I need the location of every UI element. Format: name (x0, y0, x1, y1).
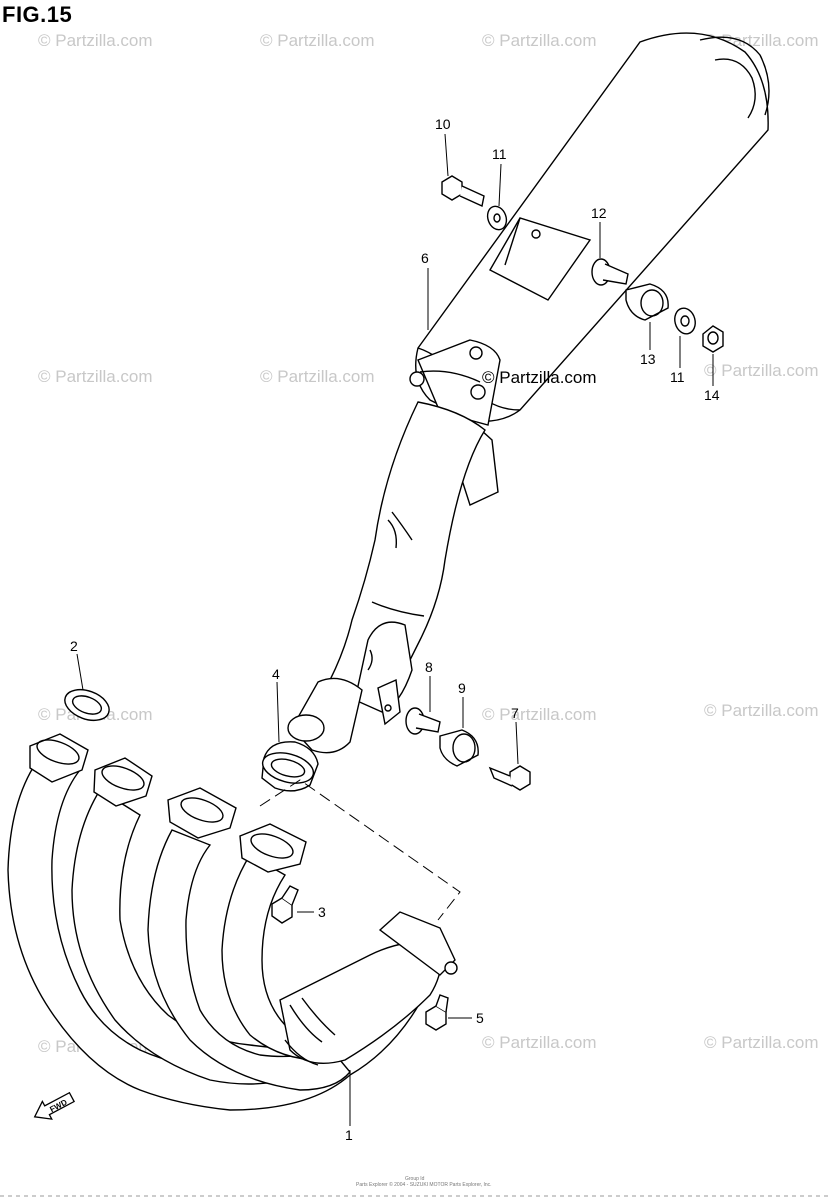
part-7-bolt[interactable] (488, 765, 531, 791)
part-3-nut[interactable] (271, 885, 299, 924)
part-6-muffler[interactable] (409, 32, 770, 506)
callout-9[interactable]: 9 (458, 680, 466, 696)
callout-11-upper[interactable]: 11 (492, 146, 507, 162)
part-13-cushion[interactable] (625, 283, 669, 321)
partzilla-brand-mark: © Partzilla.com (482, 368, 597, 387)
watermark: © Partzilla.com (704, 701, 819, 720)
figure-title: FIG.15 (2, 2, 73, 27)
leader-lines (76, 133, 714, 1126)
part-11-washer-lower[interactable] (672, 306, 698, 336)
part-14-nut[interactable] (702, 325, 724, 353)
callout-10[interactable]: 10 (435, 116, 451, 132)
callout-13[interactable]: 13 (640, 351, 656, 367)
callout-5[interactable]: 5 (476, 1010, 484, 1026)
watermark: © Partzilla.com (482, 705, 597, 724)
watermark: © Partzilla.com (704, 1033, 819, 1052)
footer-line-1: Group Id (405, 1176, 425, 1182)
part-4-connector[interactable] (259, 741, 319, 792)
callout-2[interactable]: 2 (70, 638, 78, 654)
fwd-arrow-icon: FWD (33, 1091, 76, 1120)
callout-8[interactable]: 8 (425, 659, 433, 675)
part-1-exhaust-header[interactable] (7, 733, 458, 1111)
part-12-collar[interactable] (591, 258, 629, 286)
footer-line-2: Parts Explorer © 2004 - SUZUKI MOTOR Par… (356, 1181, 492, 1188)
part-2-gasket[interactable] (61, 684, 114, 726)
callout-11-lower[interactable]: 11 (670, 369, 685, 385)
watermark: © Partzilla.com (38, 367, 153, 386)
part-9-cushion[interactable] (439, 729, 479, 767)
watermark: © Partzilla.com (260, 31, 375, 50)
watermark: © Partzilla.com (482, 31, 597, 50)
callout-14[interactable]: 14 (704, 387, 720, 403)
mid-pipe[interactable] (287, 401, 486, 754)
part-5-bolt[interactable] (425, 994, 449, 1031)
callout-1[interactable]: 1 (345, 1127, 353, 1143)
callout-labels: 2 4 3 5 1 6 7 8 9 10 11 11 12 13 14 (70, 116, 720, 1143)
callout-12[interactable]: 12 (591, 205, 607, 221)
part-8-collar[interactable] (405, 707, 441, 735)
callout-3[interactable]: 3 (318, 904, 326, 920)
callout-7[interactable]: 7 (511, 705, 519, 721)
watermark: © Partzilla.com (260, 367, 375, 386)
part-11-washer-upper[interactable] (484, 204, 509, 233)
watermark: © Partzilla.com (704, 361, 819, 380)
watermark: © Partzilla.com (38, 31, 153, 50)
callout-6[interactable]: 6 (421, 250, 429, 266)
watermark: © Partzilla.com (482, 1033, 597, 1052)
callout-4[interactable]: 4 (272, 666, 280, 682)
part-10-bolt[interactable] (441, 175, 485, 208)
